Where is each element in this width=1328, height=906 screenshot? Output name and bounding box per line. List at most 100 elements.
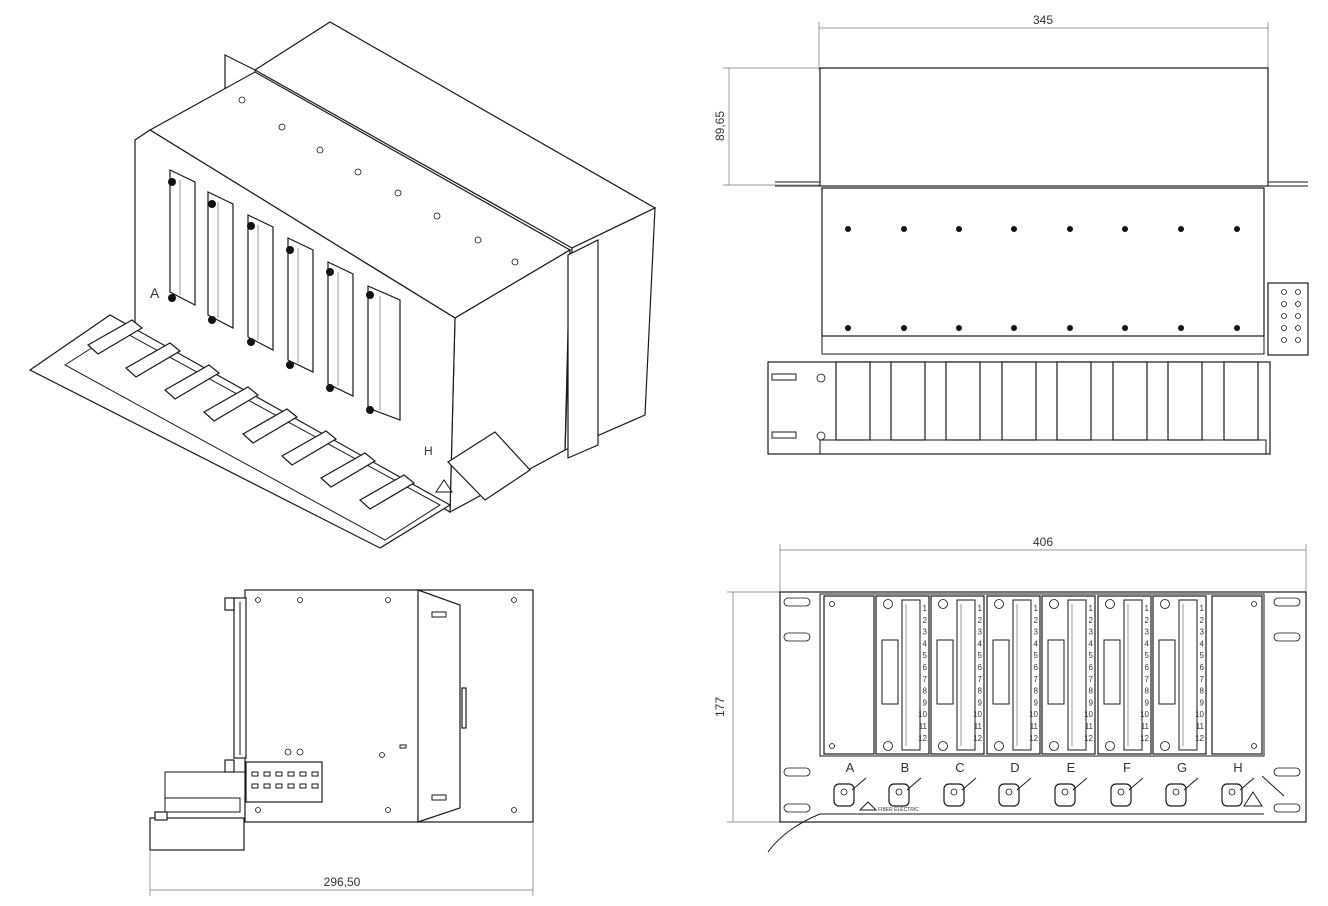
iso-cassettes bbox=[168, 169, 401, 421]
top-view bbox=[723, 22, 1309, 455]
cassette-screw-top[interactable] bbox=[1049, 599, 1059, 609]
port-number: 5 bbox=[923, 651, 928, 660]
port-number: 12 bbox=[1195, 734, 1204, 743]
port-number: 4 bbox=[1145, 639, 1150, 648]
port-number: 10 bbox=[1195, 710, 1204, 719]
port-number: 12 bbox=[918, 734, 927, 743]
side-view bbox=[149, 589, 534, 896]
tray-knob-b[interactable] bbox=[888, 777, 922, 807]
top-view-screws bbox=[845, 226, 1240, 331]
slot-letter-c: C bbox=[955, 760, 964, 775]
port-number: 3 bbox=[978, 628, 983, 637]
cassette-screw-top[interactable] bbox=[938, 599, 948, 609]
top-plate-screws bbox=[238, 96, 519, 266]
port-number: 6 bbox=[1034, 663, 1039, 672]
dim-side-depth: 296,50 bbox=[324, 875, 361, 889]
side-bracket-holes bbox=[251, 771, 319, 789]
port-number: 9 bbox=[1145, 698, 1150, 707]
port-number: 1 bbox=[1145, 604, 1150, 613]
top-view-handles bbox=[835, 361, 1259, 441]
isometric-view: A H bbox=[28, 21, 657, 549]
port-number: 11 bbox=[1196, 722, 1205, 731]
front-cable-right bbox=[1261, 775, 1285, 797]
tray-knob-d[interactable] bbox=[998, 777, 1032, 807]
port-number: 8 bbox=[1145, 687, 1150, 696]
port-number: 6 bbox=[923, 663, 928, 672]
port-number: 7 bbox=[1145, 675, 1150, 684]
port-number: 11 bbox=[1085, 722, 1094, 731]
tray-knob-g[interactable] bbox=[1165, 777, 1199, 807]
port-number: 5 bbox=[1145, 651, 1150, 660]
cassette-screw-bottom[interactable] bbox=[938, 741, 948, 751]
cassette-screw-top[interactable] bbox=[1105, 599, 1115, 609]
port-number: 2 bbox=[1034, 616, 1039, 625]
port-number: 8 bbox=[1089, 687, 1094, 696]
iso-slot-a-label: A bbox=[150, 285, 160, 301]
port-number: 5 bbox=[1200, 651, 1205, 660]
port-number: 6 bbox=[1200, 663, 1205, 672]
slot-letter-e: E bbox=[1067, 760, 1076, 775]
port-number: 10 bbox=[1029, 710, 1038, 719]
tray-knob-h[interactable] bbox=[1221, 777, 1255, 807]
cassette-screw-bottom[interactable] bbox=[1160, 741, 1170, 751]
port-number: 12 bbox=[973, 734, 982, 743]
dim-top-width: 345 bbox=[1033, 13, 1053, 27]
port-number: 1 bbox=[923, 604, 928, 613]
front-cable bbox=[767, 813, 821, 853]
port-number: 2 bbox=[923, 616, 928, 625]
port-number: 11 bbox=[1030, 722, 1039, 731]
logo-text: FIBER ELECTRIC bbox=[878, 807, 919, 813]
port-number: 1 bbox=[978, 604, 983, 613]
port-number: 3 bbox=[1089, 628, 1094, 637]
port-number: 12 bbox=[1029, 734, 1038, 743]
tray-knob-f[interactable] bbox=[1110, 777, 1144, 807]
slot-letter-g: G bbox=[1177, 760, 1187, 775]
cassette-screw-bottom[interactable] bbox=[1105, 741, 1115, 751]
port-number: 10 bbox=[1140, 710, 1149, 719]
port-number: 10 bbox=[973, 710, 982, 719]
port-number: 7 bbox=[1034, 675, 1039, 684]
slot-letter-d: D bbox=[1010, 760, 1019, 775]
cassette-screw-bottom[interactable] bbox=[994, 741, 1004, 751]
port-number: 8 bbox=[978, 687, 983, 696]
port-number: 3 bbox=[1034, 628, 1039, 637]
cassette-screw-top[interactable] bbox=[994, 599, 1004, 609]
port-number: 4 bbox=[978, 639, 983, 648]
dimension-labels: 345 89,65 406 177 296,50 FIBER ELECTRIC bbox=[324, 13, 1054, 889]
tray-knob-c[interactable] bbox=[943, 777, 977, 807]
cassette-screw-bottom[interactable] bbox=[1049, 741, 1059, 751]
dim-front-height: 177 bbox=[713, 697, 727, 717]
cassette-screw-bottom[interactable] bbox=[883, 741, 893, 751]
cassette-screw-top[interactable] bbox=[883, 599, 893, 609]
port-number: 2 bbox=[1145, 616, 1150, 625]
dim-front-width: 406 bbox=[1033, 535, 1053, 549]
port-number: 1 bbox=[1089, 604, 1094, 613]
port-number: 11 bbox=[974, 722, 983, 731]
port-number: 9 bbox=[1034, 698, 1039, 707]
tray-knob-a[interactable] bbox=[833, 777, 867, 807]
port-number: 5 bbox=[978, 651, 983, 660]
port-number: 2 bbox=[1089, 616, 1094, 625]
front-view: 1234567891011121234567891011121234567891… bbox=[727, 544, 1307, 853]
tray-knob-e[interactable] bbox=[1054, 777, 1088, 807]
port-number: 9 bbox=[978, 698, 983, 707]
port-number: 5 bbox=[1089, 651, 1094, 660]
port-number: 4 bbox=[1089, 639, 1094, 648]
cassette-screw-top[interactable] bbox=[1160, 599, 1170, 609]
port-number: 9 bbox=[923, 698, 928, 707]
bracket-holes bbox=[1281, 289, 1301, 343]
slot-letter-a: A bbox=[846, 760, 855, 775]
slot-letter-f: F bbox=[1123, 760, 1131, 775]
port-number: 6 bbox=[1089, 663, 1094, 672]
port-number: 8 bbox=[1034, 687, 1039, 696]
dim-top-depth: 89,65 bbox=[713, 111, 727, 141]
port-number: 7 bbox=[978, 675, 983, 684]
